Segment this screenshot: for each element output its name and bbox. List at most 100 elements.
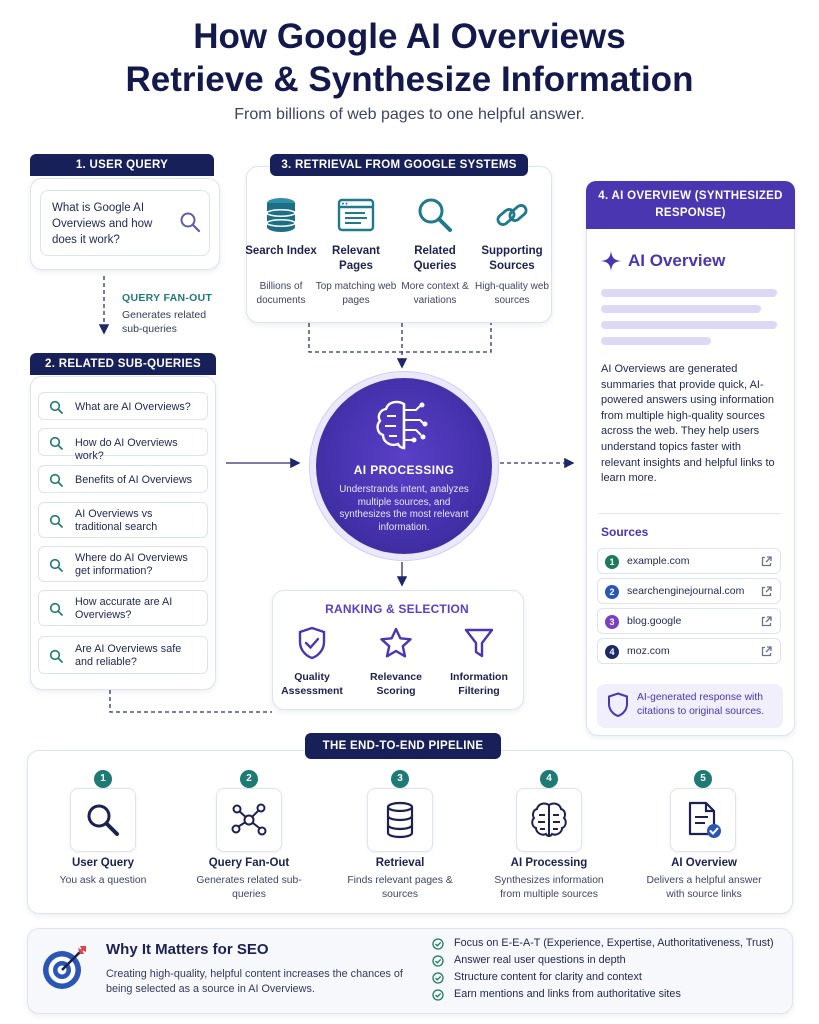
source-number: 1	[605, 555, 619, 569]
source-number: 4	[605, 645, 619, 659]
step-icon-box	[70, 788, 136, 852]
retrieval-label-relevant-pages: Relevant Pages	[332, 245, 380, 272]
sub-query-item[interactable]: Where do AI Overviews get information?	[38, 546, 208, 582]
fan-out-desc: Generates related sub-queries	[122, 309, 207, 335]
source-domain: blog.google	[627, 615, 682, 627]
database-icon	[386, 801, 414, 839]
fan-out-title: QUERY FAN-OUT	[122, 292, 213, 304]
citation-note: AI-generated response with citations to …	[637, 692, 765, 717]
search-icon	[49, 436, 63, 450]
page-title: How Google AI Overviews	[193, 17, 626, 56]
search-icon	[49, 400, 63, 414]
source-link[interactable]: 1 example.com	[597, 548, 781, 574]
retrieval-desc: High-quality web sources	[475, 281, 549, 306]
seo-card	[27, 928, 793, 1014]
step-number: 4	[540, 770, 558, 788]
step-title: AI Overview	[671, 857, 737, 869]
citation-note-box	[597, 684, 783, 728]
external-link-icon	[761, 616, 772, 627]
database-icon	[266, 198, 296, 232]
network-icon	[231, 803, 267, 836]
ai-processing-title: AI PROCESSING	[353, 463, 455, 477]
step-desc: Generates related sub-queries	[196, 875, 302, 900]
page-subtitle: From billions of web pages to one helpfu…	[234, 106, 585, 123]
step-desc: You ask a question	[59, 875, 147, 886]
step-desc: Synthesizes information from multiple so…	[494, 875, 604, 900]
ai-overview-header: 4. AI OVERVIEW (SYNTHESIZED RESPONSE)	[586, 181, 795, 229]
seo-desc: Creating high-quality, helpful content i…	[106, 968, 403, 995]
seo-tip: Earn mentions and links from authoritati…	[454, 988, 681, 1000]
source-domain: moz.com	[627, 645, 670, 657]
external-link-icon	[761, 556, 772, 567]
sub-query-text: Are AI Overviews safe and reliable?	[75, 643, 182, 668]
user-query-card	[30, 178, 220, 270]
seo-tip: Answer real user questions in depth	[454, 954, 626, 966]
query-input[interactable]	[40, 190, 210, 256]
web-page-icon	[337, 198, 375, 232]
sub-query-text: AI Overviews vs traditional search	[75, 508, 158, 533]
page-title-line-2: Retrieve & Synthesize Information	[125, 60, 694, 99]
search-icon	[49, 558, 63, 572]
step-desc: Delivers a helpful answer with source li…	[646, 875, 762, 900]
ai-overview-brand: AI Overview	[628, 251, 726, 270]
sub-query-text: How accurate are AI Overviews?	[75, 596, 173, 621]
source-link[interactable]: 3 blog.google	[597, 608, 781, 634]
placeholder-line	[601, 305, 761, 313]
user-query-tab: 1. USER QUERY	[30, 154, 214, 176]
step-number: 1	[94, 770, 112, 788]
sources-title: Sources	[601, 525, 649, 539]
funnel-icon	[464, 628, 494, 658]
seo-tip: Focus on E-E-A-T (Experience, Expertise,…	[454, 937, 774, 949]
sub-query-item[interactable]: How accurate are AI Overviews?	[38, 590, 208, 626]
brain-icon	[531, 802, 567, 838]
sub-query-text: What are AI Overviews?	[75, 401, 191, 413]
check-circle-icon	[432, 938, 444, 950]
retrieval-label-supporting-sources: Supporting Sources	[481, 245, 543, 272]
magnifier-icon	[418, 198, 452, 232]
sub-query-item[interactable]: How do AI Overviews work?	[38, 428, 208, 462]
sub-query-item[interactable]: AI Overviews vs traditional search	[38, 502, 208, 538]
source-link[interactable]: 2 searchenginejournal.com	[597, 578, 781, 604]
placeholder-line	[601, 289, 777, 297]
query-text: What is Google AI Overviews and how does…	[52, 202, 153, 246]
ranking-label-quality: Quality Assessment	[281, 671, 343, 697]
check-circle-icon	[432, 972, 444, 984]
retrieval-desc: More context & variations	[401, 281, 469, 306]
sub-queries-tab: 2. RELATED SUB-QUERIES	[30, 353, 216, 375]
retrieval-label-search-index: Search Index	[245, 245, 317, 257]
shield-check-icon	[298, 626, 326, 660]
check-circle-icon	[432, 989, 444, 1001]
source-link[interactable]: 4 moz.com	[597, 638, 781, 664]
ranking-label-filtering: Information Filtering	[450, 671, 508, 697]
star-icon	[380, 627, 412, 658]
retrieval-label-related-queries: Related Queries	[413, 245, 457, 272]
sub-query-text: Benefits of AI Overviews	[75, 474, 193, 486]
retrieval-desc: Top matching web pages	[315, 281, 397, 306]
step-desc: Finds relevant pages & sources	[347, 875, 453, 900]
search-icon	[49, 473, 63, 487]
source-domain: example.com	[627, 555, 690, 567]
sub-query-item[interactable]: What are AI Overviews?	[38, 392, 208, 420]
pipeline-title: THE END-TO-END PIPELINE	[305, 733, 501, 759]
ai-overview-summary: AI Overviews are generated summaries tha…	[601, 363, 775, 485]
step-title: Query Fan-Out	[208, 857, 290, 869]
ai-processing-desc: Understrands intent, analyzes multiple s…	[339, 484, 469, 533]
sub-query-item[interactable]: Benefits of AI Overviews	[38, 465, 208, 493]
ranking-title: RANKING & SELECTION	[325, 602, 469, 616]
external-link-icon	[761, 646, 772, 657]
step-title: Retrieval	[375, 857, 425, 869]
check-circle-icon	[432, 955, 444, 967]
sub-query-text: How do AI Overviews work?	[75, 437, 178, 462]
divider	[598, 513, 781, 514]
retrieval-desc: Billions of documents	[256, 281, 306, 306]
step-number: 2	[240, 770, 258, 788]
step-title: User Query	[71, 857, 134, 869]
link-icon	[496, 204, 528, 226]
search-icon	[87, 804, 119, 836]
sub-query-item[interactable]: Are AI Overviews safe and reliable?	[38, 636, 208, 674]
source-number: 2	[605, 585, 619, 599]
placeholder-line	[601, 321, 777, 329]
shield-icon	[608, 692, 628, 718]
brain-circuit-icon	[376, 400, 428, 450]
source-number: 3	[605, 615, 619, 629]
